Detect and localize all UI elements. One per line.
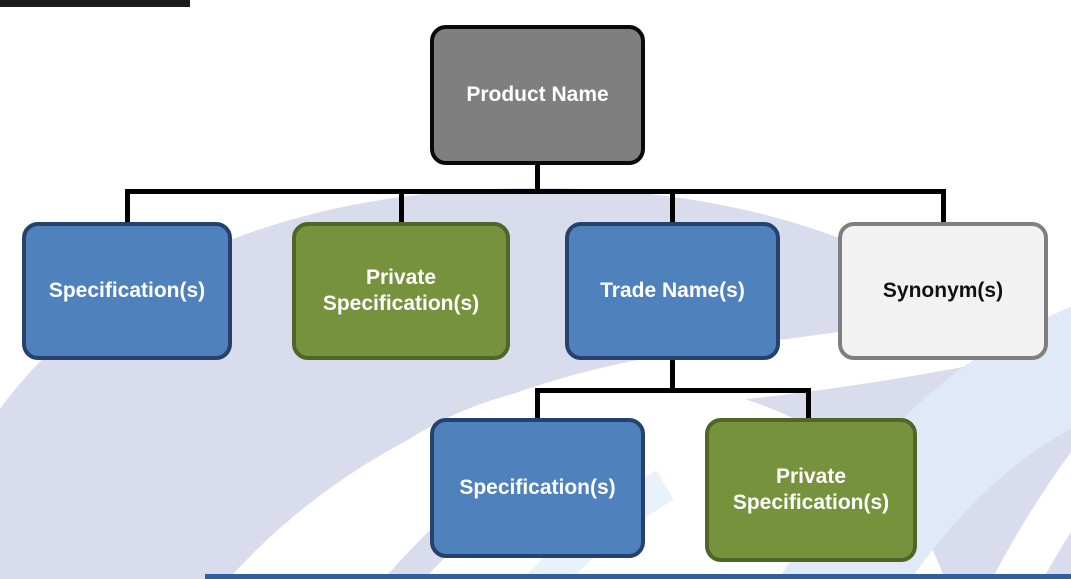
node-trade-name: Trade Name(s): [565, 222, 780, 360]
node-private-specification-2-label: Private Specification(s): [732, 464, 890, 514]
node-product-name-label: Product Name: [466, 82, 609, 106]
connector-drop-private-specification-2: [806, 388, 811, 420]
node-synonym-label: Synonym(s): [882, 278, 1004, 302]
connector-drop-specification: [125, 189, 130, 224]
node-private-specification-label: Private Specification(s): [322, 265, 480, 315]
node-specification-2-label: Specification(s): [459, 475, 616, 499]
top-left-dark-bar: [0, 0, 190, 7]
connector-drop-specification-2: [535, 388, 540, 420]
node-product-name: Product Name: [430, 25, 645, 165]
connector-root-stub: [535, 163, 540, 193]
node-specification: Specification(s): [22, 222, 232, 360]
node-specification-label: Specification(s): [48, 278, 206, 302]
connector-level3-horizontal: [535, 388, 811, 393]
connector-drop-trade-name: [670, 189, 675, 224]
bottom-blue-bar: [205, 574, 1071, 579]
node-trade-name-label: Trade Name(s): [600, 278, 745, 302]
connector-level2-horizontal: [125, 189, 946, 194]
node-synonym: Synonym(s): [838, 222, 1048, 360]
node-private-specification: Private Specification(s): [292, 222, 510, 360]
connector-drop-synonym: [941, 189, 946, 224]
connector-trade-stub: [670, 358, 675, 392]
connector-drop-private-specification: [399, 189, 404, 224]
node-specification-2: Specification(s): [430, 418, 645, 558]
node-private-specification-2: Private Specification(s): [705, 418, 917, 562]
